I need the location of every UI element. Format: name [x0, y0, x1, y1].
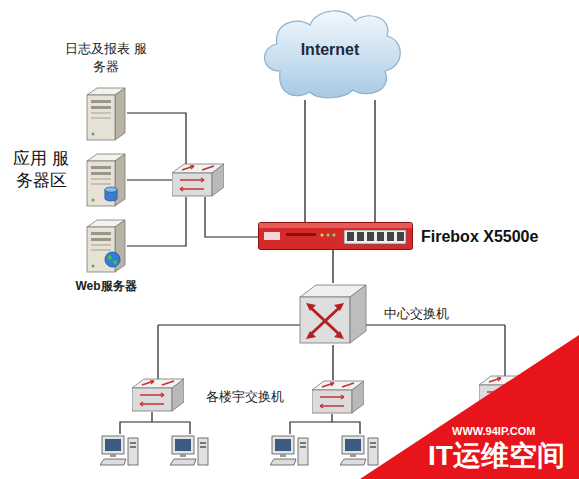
building-switch: [132, 379, 184, 411]
wire: [127, 179, 172, 180]
internet-cloud: Internet: [255, 5, 405, 100]
database-symbol: [105, 187, 117, 201]
firewall-device: Firebox X5500e: [258, 222, 413, 250]
wire: [504, 325, 505, 377]
watermark-text: WWW.94IP.COM: [452, 424, 536, 438]
wire: [151, 412, 152, 422]
pc-symbol: [340, 436, 378, 465]
core-switch-shape: [298, 283, 368, 345]
log-server-shape: [85, 86, 127, 142]
core-switch: 中心交换机: [298, 283, 368, 345]
pc-symbol: [170, 436, 208, 465]
web-server-symbol: [87, 220, 125, 272]
wire: [127, 113, 186, 165]
building-switch-shape: [312, 380, 364, 414]
zone-label: 应用 服务器区: [5, 148, 77, 192]
wire: [290, 422, 360, 434]
log-server: 日志及报表 服务器: [85, 86, 127, 142]
building-switch-symbol: [312, 381, 364, 413]
web-server: Web服务器: [85, 218, 127, 274]
node-label: 各楼宇交换机: [206, 388, 284, 406]
firewall-device-symbol: [259, 223, 413, 250]
wire: [157, 325, 158, 380]
wire: [120, 422, 190, 434]
network-link: [332, 345, 333, 380]
wire: [127, 197, 186, 246]
log-server-symbol: [87, 88, 125, 140]
web-server-shape: [85, 218, 127, 274]
server-switch: [172, 164, 224, 196]
server-wires: [127, 113, 258, 246]
network-link: [332, 250, 333, 283]
node-label: 日志及报表 服务器: [61, 40, 151, 75]
watermark-band: [360, 335, 579, 479]
wire: [205, 197, 258, 237]
firewall-device-shape: [258, 222, 413, 250]
node-label: Internet: [255, 39, 405, 61]
node-label: Web服务器: [56, 278, 156, 294]
core-switch-symbol: [300, 285, 366, 343]
database-server: [87, 154, 125, 206]
node-label: Firebox X5500e: [421, 226, 538, 248]
pc-symbol: [270, 436, 308, 465]
network-link: [374, 100, 375, 222]
globe-symbol: [105, 252, 120, 267]
pc-symbol: [100, 436, 138, 465]
network-link: [304, 100, 305, 222]
watermark-text: IT运维空间: [428, 438, 565, 474]
building-switch: 各楼宇交换机: [312, 380, 364, 414]
node-label: 中心交换机: [384, 305, 449, 323]
wire: [331, 414, 332, 422]
